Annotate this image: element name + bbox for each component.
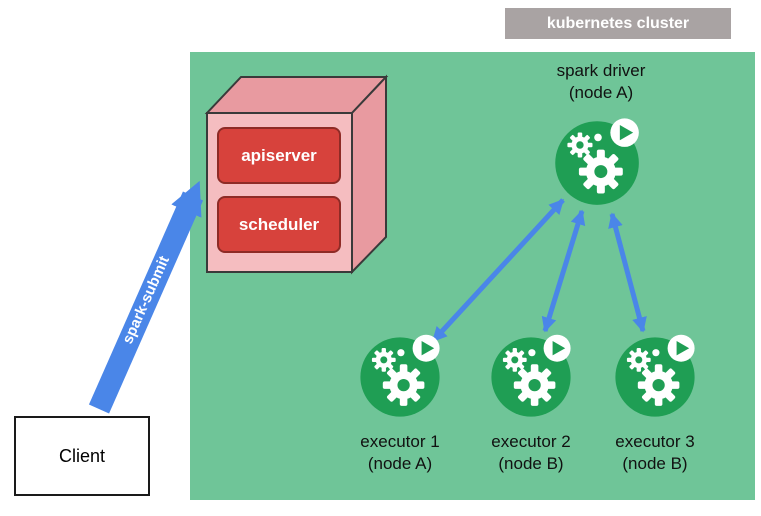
spark-submit-arrow — [88, 180, 204, 414]
spark-driver-node: (node A) — [568, 83, 634, 103]
client-box: Client — [14, 416, 150, 496]
control-plane-box-right-face — [351, 74, 387, 275]
executor-3-node: (node B) — [622, 454, 688, 474]
executor-2-label: executor 2 (node B) — [456, 431, 606, 476]
executor-1-node: (node A) — [367, 454, 433, 474]
driver-executor2-arrow — [541, 209, 586, 333]
driver-executor3-arrow — [608, 212, 647, 333]
driver-executor1-arrow — [431, 198, 565, 343]
executor-2-name: executor 2 — [491, 432, 571, 451]
executor-3-icon — [615, 335, 694, 417]
executor-1-name: executor 1 — [360, 432, 440, 451]
executor-2-icon — [491, 335, 570, 417]
executor-3-name: executor 3 — [615, 432, 695, 451]
spark-driver-name: spark driver — [556, 61, 646, 80]
scheduler-box: scheduler — [217, 196, 341, 253]
executor-3-label: executor 3 (node B) — [580, 431, 730, 476]
spark-driver-label: spark driver (node A) — [511, 60, 691, 105]
driver-executor-arrows — [431, 198, 647, 343]
spark-driver-icon — [555, 118, 639, 204]
executor-2-node: (node B) — [498, 454, 564, 474]
executor-1-icon — [360, 335, 439, 417]
kubernetes-cluster-label: kubernetes cluster — [505, 8, 731, 39]
apiserver-box: apiserver — [217, 127, 341, 184]
executor-1-label: executor 1 (node A) — [325, 431, 475, 476]
